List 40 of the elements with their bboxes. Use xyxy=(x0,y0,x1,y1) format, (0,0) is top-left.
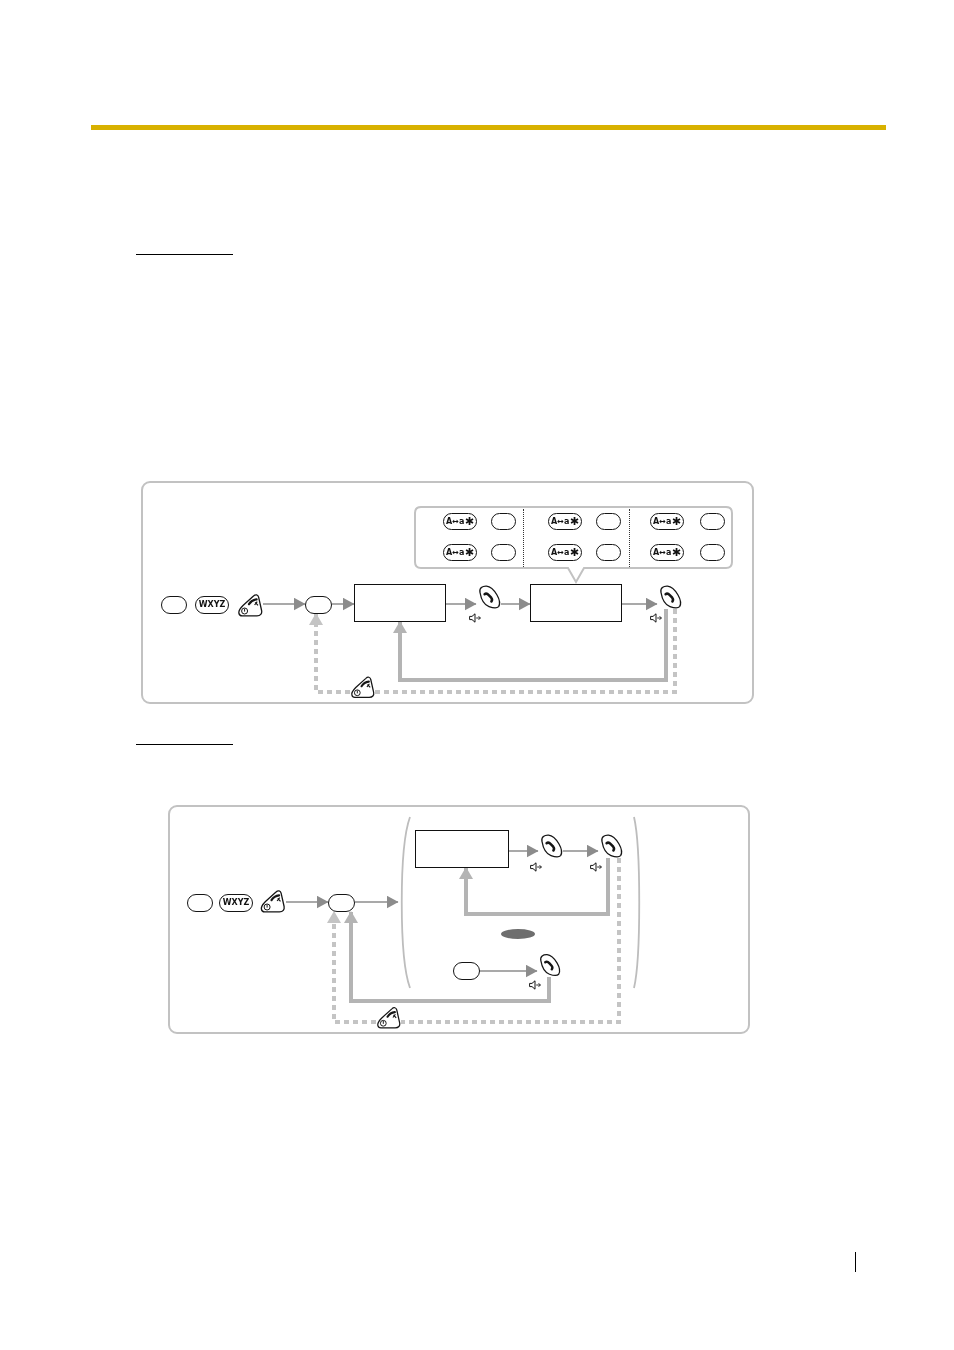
arrow xyxy=(479,964,538,978)
arrow xyxy=(354,895,399,909)
process-box xyxy=(415,830,509,868)
handset-icon xyxy=(657,585,682,609)
arrow xyxy=(500,597,531,611)
arrow xyxy=(459,858,610,916)
process-box xyxy=(530,584,622,622)
handset-icon xyxy=(538,834,563,858)
arrow xyxy=(285,895,329,909)
handset-icon xyxy=(537,953,561,977)
handset-icon xyxy=(237,593,263,617)
phone-key: WXYZ xyxy=(195,596,229,614)
arrow xyxy=(344,911,551,1003)
panel xyxy=(141,481,754,704)
callout-balloon xyxy=(414,506,733,583)
arrow xyxy=(621,597,658,611)
arrow xyxy=(445,597,477,611)
phone-key xyxy=(328,894,355,912)
arrow xyxy=(331,597,355,611)
connector-line xyxy=(401,858,621,1024)
handset-icon xyxy=(350,675,375,699)
handset-icon xyxy=(259,889,286,913)
handset-icon xyxy=(476,585,501,609)
bracket-group xyxy=(398,815,642,990)
phone-key xyxy=(161,596,187,614)
phone-key xyxy=(305,596,332,614)
arrow xyxy=(327,911,376,1024)
arrow xyxy=(393,609,668,682)
connector-line xyxy=(375,609,677,694)
arrow xyxy=(309,613,350,694)
phone-key xyxy=(187,894,213,912)
process-box xyxy=(354,584,446,622)
panel xyxy=(168,805,750,1034)
arrow xyxy=(262,597,306,611)
arrow xyxy=(562,844,599,858)
phone-key: WXYZ xyxy=(219,894,253,912)
handset-icon xyxy=(376,1005,401,1030)
handset-icon xyxy=(598,834,623,858)
phone-key xyxy=(453,962,480,980)
arrow xyxy=(508,844,539,858)
